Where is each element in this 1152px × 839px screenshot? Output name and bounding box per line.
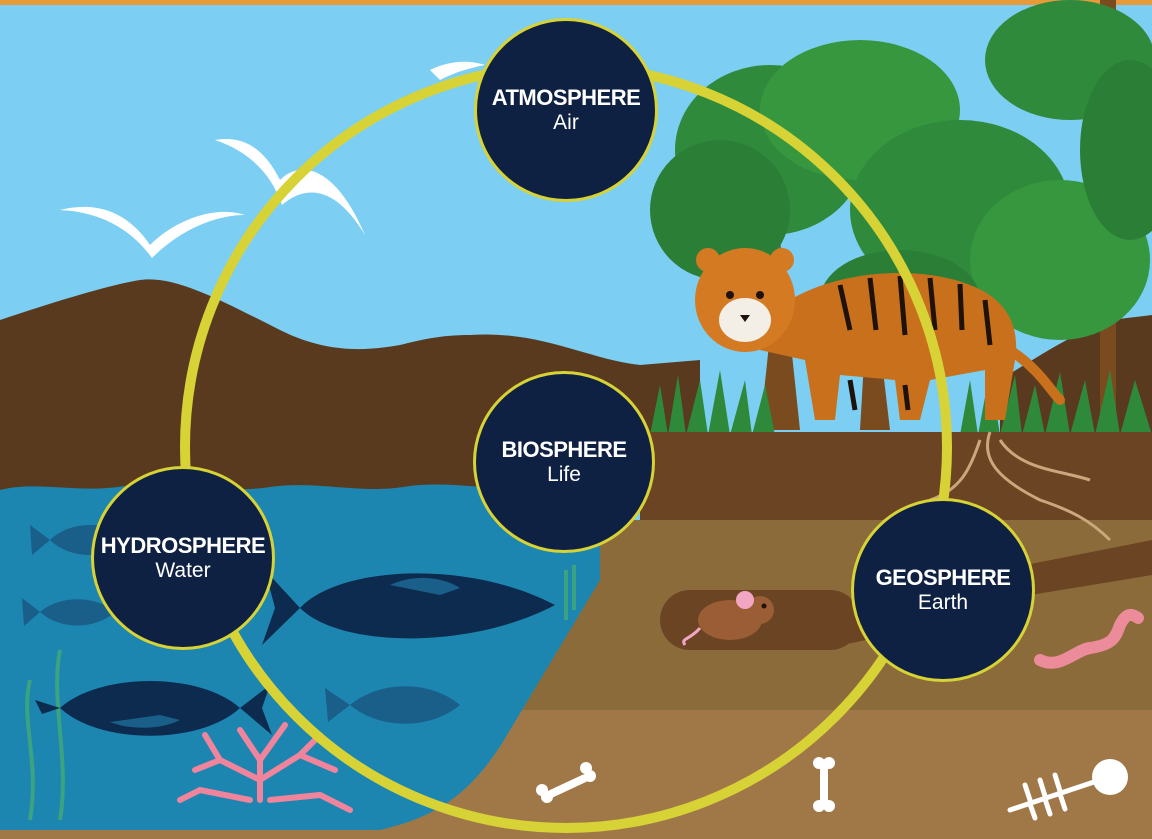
hydrosphere-node: HYDROSPHERE Water <box>91 466 275 650</box>
hydrosphere-label: HYDROSPHERE <box>101 533 265 559</box>
biosphere-label: BIOSPHERE <box>501 437 626 463</box>
atmosphere-label: ATMOSPHERE <box>492 85 641 111</box>
top-border <box>0 0 1152 5</box>
atmosphere-node: ATMOSPHERE Air <box>474 18 658 202</box>
biosphere-sublabel: Life <box>547 463 581 487</box>
biosphere-node: BIOSPHERE Life <box>473 371 655 553</box>
hydrosphere-sublabel: Water <box>155 559 210 583</box>
geosphere-label: GEOSPHERE <box>876 565 1011 591</box>
atmosphere-sublabel: Air <box>553 111 579 135</box>
geosphere-sublabel: Earth <box>918 591 968 615</box>
geosphere-node: GEOSPHERE Earth <box>851 498 1035 682</box>
